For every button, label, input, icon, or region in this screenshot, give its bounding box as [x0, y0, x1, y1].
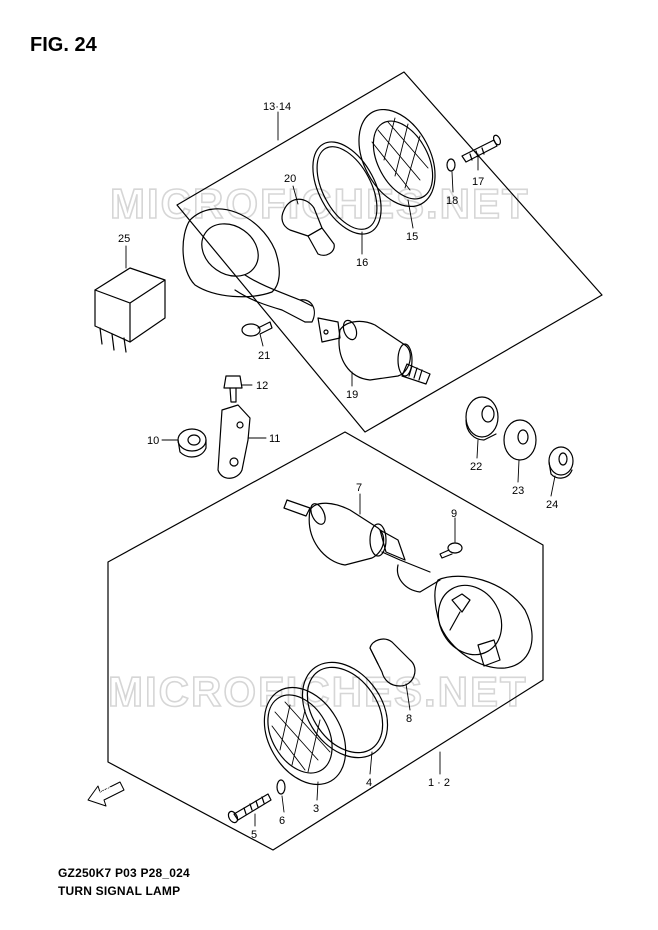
lower-gasket [301, 661, 389, 759]
mounting-washer [503, 419, 537, 461]
model-code: GZ250K7 P03 P28_024 [58, 866, 190, 880]
callout-17: 17 [472, 176, 484, 188]
callout-25: 25 [118, 233, 130, 245]
callout-8: 8 [406, 713, 412, 725]
upper-washer [446, 158, 456, 172]
rubber-spacer [465, 396, 499, 441]
callout-16: 16 [356, 257, 368, 269]
upper-gasket [312, 141, 382, 235]
callout-12: 12 [256, 380, 268, 392]
lower-bulb [369, 638, 416, 687]
watermark-bottom: MICROFICHES.NET [108, 668, 528, 715]
upper-assembly-frame [176, 71, 603, 433]
upper-bulb [281, 198, 335, 256]
callout-22: 22 [470, 461, 482, 473]
callout-5: 5 [251, 829, 257, 841]
callout-19: 19 [346, 389, 358, 401]
figure-caption: TURN SIGNAL LAMP [58, 884, 181, 898]
callout-7: 7 [356, 482, 362, 494]
callout-11: 11 [269, 433, 280, 445]
callout-3: 3 [313, 803, 319, 815]
mounting-nut [548, 446, 574, 479]
bracket-bolt [223, 375, 243, 403]
callout-20: 20 [284, 173, 296, 185]
leader-lines [125, 111, 556, 827]
upper-lens [358, 108, 436, 208]
upper-screw [461, 134, 502, 163]
callout-9: 9 [451, 508, 457, 520]
lower-small-screw [439, 542, 463, 559]
callout-15: 15 [406, 231, 418, 243]
upper-lamp-housing [182, 208, 341, 343]
lower-screw [227, 793, 272, 824]
callout-24: 24 [546, 499, 558, 511]
lower-rubber-stem [283, 499, 387, 566]
callout-13-14: 13·14 [263, 101, 291, 113]
bracket-nut [177, 428, 207, 458]
forward-arrow-icon [87, 781, 125, 807]
callout-18: 18 [446, 195, 458, 207]
callout-4: 4 [366, 777, 372, 789]
figure-title: FIG. 24 [30, 34, 97, 56]
callout-6: 6 [279, 815, 285, 827]
callout-23: 23 [512, 485, 524, 497]
lower-washer [276, 779, 286, 795]
lower-lens [263, 686, 347, 786]
lower-assembly-frame [107, 431, 544, 851]
callout-10: 10 [147, 435, 159, 447]
upper-small-screw [241, 321, 273, 337]
upper-rubber-stem [338, 319, 431, 385]
relay [94, 267, 166, 353]
callout-1-2: 1 · 2 [428, 777, 450, 789]
lower-lamp-housing [379, 529, 533, 669]
mounting-bracket [217, 404, 251, 479]
callout-21: 21 [258, 350, 270, 362]
